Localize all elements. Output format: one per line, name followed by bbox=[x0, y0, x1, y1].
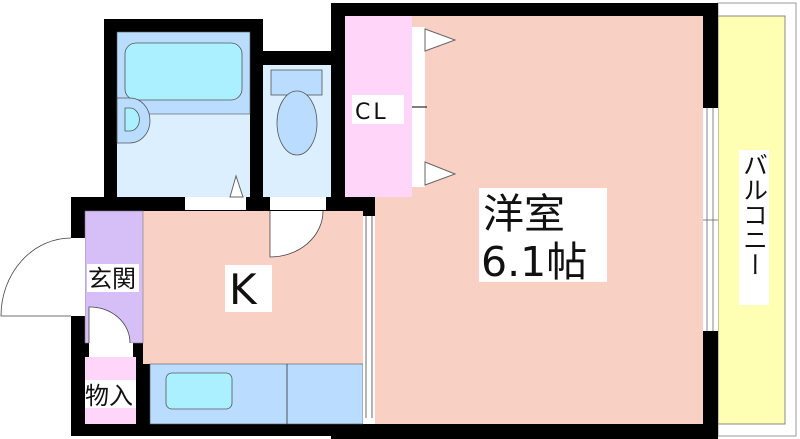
storage-label: 物入 bbox=[85, 382, 133, 410]
closet-door-marker bbox=[424, 28, 457, 52]
balcony-window[interactable] bbox=[703, 108, 718, 331]
kitchen-label: K bbox=[229, 265, 258, 314]
closet-door-marker bbox=[424, 161, 457, 186]
front-door-swing bbox=[0, 237, 72, 317]
storage-door-swing bbox=[88, 306, 131, 344]
closet-label-bg bbox=[352, 95, 404, 124]
bathroom-door-marker bbox=[229, 174, 244, 198]
sliding-door[interactable] bbox=[363, 216, 375, 424]
toilet-door[interactable] bbox=[270, 197, 326, 210]
western-room-label-bg bbox=[479, 188, 607, 282]
western-room-name: 洋室 bbox=[483, 190, 565, 238]
entrance-label: 玄関 bbox=[88, 265, 136, 293]
toilet-door-swing bbox=[269, 210, 324, 258]
balcony-label-bg bbox=[739, 150, 769, 305]
western-room-size: 6.1帖 bbox=[481, 238, 587, 286]
storage-label-bg bbox=[85, 380, 136, 408]
front-door[interactable] bbox=[71, 238, 85, 316]
kitchen-sink-icon bbox=[165, 372, 233, 410]
closet-label: CL bbox=[355, 100, 389, 125]
toilet-bowl-icon bbox=[276, 90, 318, 156]
storage-door[interactable] bbox=[89, 343, 133, 357]
basin-icon bbox=[124, 107, 140, 132]
bathtub-icon bbox=[124, 42, 243, 101]
bathroom-door[interactable] bbox=[185, 197, 246, 210]
kitchen-label-bg bbox=[225, 265, 272, 312]
entrance-label-bg bbox=[87, 264, 139, 292]
balcony-label: バルコニー bbox=[740, 152, 769, 277]
